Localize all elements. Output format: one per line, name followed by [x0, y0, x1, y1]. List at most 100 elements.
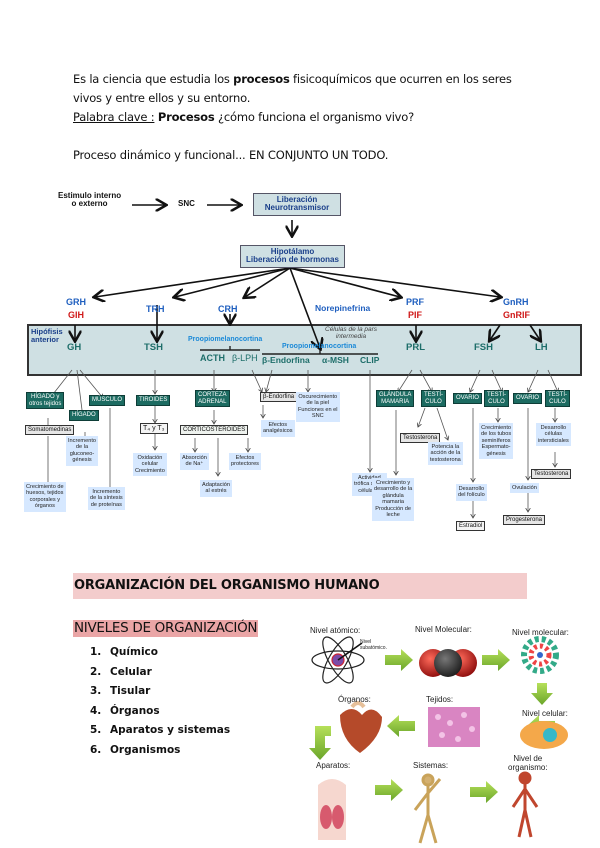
molecule-icon: [419, 649, 477, 677]
clip-label: CLIP: [360, 355, 380, 365]
prl-label: PRL: [406, 342, 425, 353]
target-ovario-1: OVARIO: [453, 393, 482, 404]
tsh-label: TSH: [144, 342, 163, 353]
label-atomic: Nivel atómico:: [310, 626, 361, 635]
prf-label: PRF: [406, 297, 424, 307]
target-testiculo-3: TESTÍ-CULO: [545, 390, 570, 408]
target-testiculo-1: TESTÍ-CULO: [421, 390, 446, 408]
illustration-graphics: [309, 636, 568, 844]
trh-label: TRH: [146, 304, 165, 314]
label-molecular-1: Nivel Molecular:: [415, 625, 472, 634]
pif-label: PIF: [408, 310, 423, 320]
product-testosterona-1: Testosterona: [400, 433, 441, 443]
product-t4-t3: T₄ y T₃: [140, 423, 168, 434]
label-cellular: Nivel celular:: [522, 709, 568, 718]
label-tissues: Tejidos:: [426, 695, 454, 704]
intro-line-4: Proceso dinámico y funcional... EN CONJU…: [73, 148, 389, 162]
b-endorphin-label: β-Endorfina: [262, 355, 310, 365]
gnrh-label: GnRH: [503, 297, 529, 307]
intro-line-1: Es la ciencia que estudia los procesos f…: [73, 72, 512, 86]
pomc-label-1: Proopiomelanocortina: [188, 336, 263, 343]
levels-title: NIVELES DE ORGANIZACIÓN: [73, 620, 259, 637]
label-molecular-2: Nivel molecular:: [512, 628, 569, 637]
acth-label: ACTH: [200, 353, 225, 363]
heart-icon: [340, 701, 382, 753]
target-higado: HÍGADO: [69, 410, 99, 421]
snc-label: SNC: [178, 199, 195, 208]
level-item: 6.Organismos: [90, 743, 181, 756]
level-item: 5.Aparatos y sistemas: [90, 724, 231, 736]
label-systems: Sistemas:: [413, 761, 449, 770]
fsh-label: FSH: [474, 342, 493, 353]
lh-label: LH: [535, 342, 548, 353]
effect-ovulacion: Ovulación: [510, 483, 539, 494]
product-somatomedinas: Somatomedinas: [25, 425, 75, 435]
product-testosterona-2: Testosterona: [531, 469, 572, 479]
muscular-body-icon: [511, 771, 539, 838]
gnrif-label: GnRIF: [503, 310, 530, 320]
keyword-bold: Procesos: [157, 110, 215, 124]
cell-icon: [520, 721, 568, 749]
keyword-label: Palabra clave :: [73, 110, 155, 124]
diagram-connectors: [0, 180, 600, 550]
main-arrows: [75, 205, 540, 348]
nervous-system-icon: [413, 773, 442, 844]
protein-icon: [521, 636, 559, 674]
product-progesterona: Progesterona: [503, 515, 546, 525]
target-tiroides: TIROIDES: [136, 395, 171, 406]
b-endorphin-box: β-Endorfina: [260, 392, 298, 402]
gh-label: GH: [67, 342, 82, 353]
target-ovario-2: OVARIO: [513, 393, 542, 404]
product-corticosteroides: CORTICOSTEROIDES: [180, 425, 249, 435]
levels-list: 1.Químico 2.Celular 3.Tisular 4.Órganos …: [90, 643, 230, 760]
blph-label: β-LPH: [232, 353, 258, 363]
pomc-label-2: Proopiomelanocortina: [282, 343, 357, 350]
target-musculo: MÚSCULO: [89, 395, 126, 406]
keyword-line: Palabra clave : Procesos ¿cómo funciona …: [73, 110, 415, 124]
label-organs: Órganos:: [338, 695, 371, 704]
product-estradiol: Estradiol: [456, 521, 486, 531]
a-msh-label: α-MSH: [322, 355, 349, 365]
level-item: 2.Celular: [90, 665, 152, 678]
level-item: 4.Órganos: [90, 704, 160, 717]
intro-line-2: vivos y entre ellos y su entorno.: [73, 91, 251, 105]
section-heading: ORGANIZACIÓN DEL ORGANISMO HUMANO: [73, 573, 527, 599]
grh-label: GRH: [66, 297, 86, 307]
label-apparatus: Aparatos:: [316, 761, 351, 770]
bold-procesos: procesos: [233, 72, 290, 86]
target-testiculo-2: TESTÍ-CULO: [484, 390, 509, 408]
norepinephrine-label: Norepinefrina: [315, 303, 371, 313]
secondary-arrows: [48, 369, 558, 518]
level-item: 1.Químico: [90, 646, 158, 658]
atom-icon: [311, 636, 365, 684]
level-item: 3.Tisular: [90, 685, 151, 697]
lungs-icon: [318, 779, 346, 840]
intro-text: Es la ciencia que estudia los procesos f…: [73, 70, 543, 165]
